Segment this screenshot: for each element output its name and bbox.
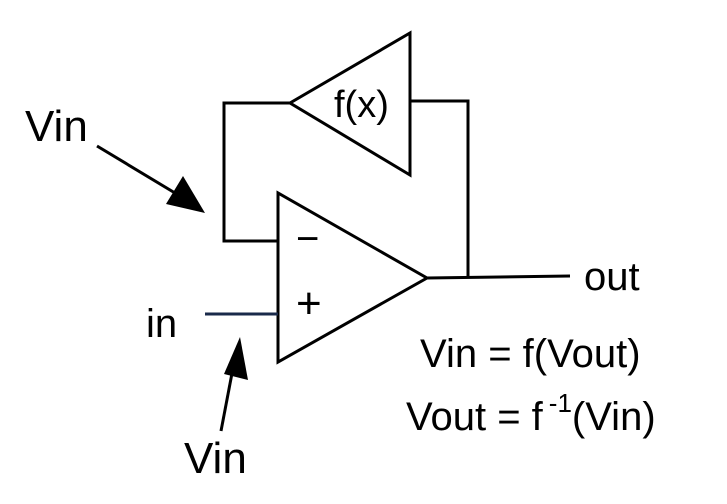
equation-2-suffix: (Vin) [572,395,656,439]
vin-top-arrowhead [166,176,205,213]
feedback-wire-output [410,99,470,278]
vin-bottom-arrowhead [224,337,248,380]
equation-2-exponent: -1 [549,388,572,418]
input-label: in [146,302,177,346]
output-label: out [584,255,640,299]
vin-top-label: Vin [25,102,88,151]
vin-top-arrow-shaft [96,144,181,198]
vin-bottom-label: Vin [184,434,247,483]
feedback-block-label: f(x) [334,84,389,126]
output-wire [426,274,571,280]
plus-sign: + [296,279,322,328]
minus-sign: − [296,217,319,261]
equation-2: Vout = f-1(Vin) [406,388,656,439]
equation-1: Vin = f(Vout) [420,332,641,376]
vin-bottom-arrow-shaft [219,367,235,432]
feedback-wire-input [222,101,290,243]
op-amp-triangle [276,190,431,365]
equation-2-prefix: Vout = f [406,395,544,439]
feedback-block-triangle [287,30,412,178]
